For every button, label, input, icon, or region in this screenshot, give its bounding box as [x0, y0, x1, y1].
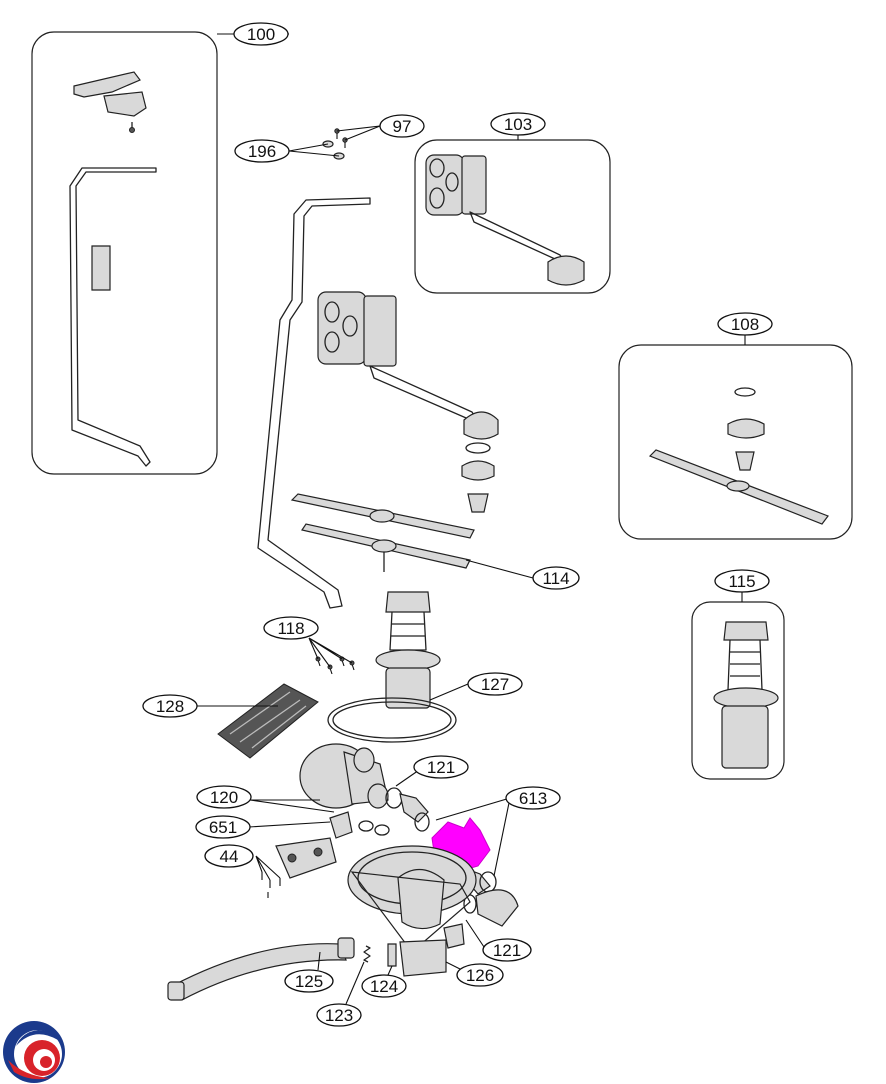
- callout-44: 44: [204, 844, 254, 868]
- group-box-108: [618, 344, 853, 540]
- callout-121-top: 121: [413, 755, 469, 779]
- callout-651-label: 651: [209, 818, 237, 837]
- callout-114: 114: [532, 566, 580, 590]
- part-screws-118: [315, 656, 355, 675]
- part-lower-spray-arm-108: [648, 387, 829, 525]
- callout-127-label: 127: [481, 675, 509, 694]
- callout-124: 124: [361, 974, 407, 998]
- callout-124-label: 124: [370, 977, 398, 996]
- callout-120: 120: [196, 785, 252, 809]
- callout-123: 123: [316, 1003, 362, 1027]
- callout-115: 115: [714, 569, 770, 593]
- callout-121-bottom-label: 121: [493, 941, 521, 960]
- part-pump-motor: [299, 743, 389, 809]
- callout-120-label: 120: [210, 788, 238, 807]
- callout-125: 125: [284, 969, 334, 993]
- group-box-100: [31, 31, 218, 475]
- group-box-115: [691, 601, 785, 780]
- callout-97-label: 97: [393, 117, 412, 136]
- part-hoses-121-613: [385, 787, 519, 927]
- part-filter-assembly-115: [713, 621, 779, 769]
- callout-123-label: 123: [325, 1006, 353, 1025]
- callout-100-label: 100: [247, 25, 275, 44]
- part-seals-651: [329, 811, 390, 839]
- part-middle-spray-arms: [290, 493, 475, 572]
- part-spring-123: [363, 945, 371, 963]
- part-upper-supply-tube-100: [69, 167, 157, 467]
- callout-613-label: 613: [519, 789, 547, 808]
- callout-613: 613: [505, 786, 561, 810]
- callout-125-label: 125: [295, 972, 323, 991]
- callout-651: 651: [195, 815, 251, 839]
- callout-196: 196: [234, 139, 290, 163]
- callout-128-label: 128: [156, 697, 184, 716]
- part-screws-97: [334, 128, 348, 148]
- part-rings-and-nozzle: [461, 442, 495, 513]
- callout-196-label: 196: [248, 142, 276, 161]
- part-upper-spray-clip: [73, 71, 147, 133]
- callout-103-label: 103: [504, 115, 532, 134]
- leader-lines: [197, 33, 746, 1005]
- part-upper-spray-arm-assembly: [317, 291, 499, 440]
- callout-108-label: 108: [731, 315, 759, 334]
- callout-114-label: 114: [542, 569, 569, 588]
- callout-100: 100: [233, 22, 289, 46]
- part-gasket-127: [327, 697, 457, 743]
- callout-108: 108: [717, 312, 773, 336]
- callout-126-label: 126: [466, 966, 494, 985]
- part-sump-126: [347, 845, 477, 977]
- callout-121-bottom: 121: [482, 938, 532, 962]
- part-drain-hose-125: [167, 937, 355, 1001]
- part-washers-196: [322, 140, 345, 160]
- callout-97: 97: [379, 114, 425, 138]
- part-cover-128: [217, 683, 319, 759]
- part-clip-124: [387, 943, 397, 967]
- group-box-103: [414, 139, 611, 294]
- part-upper-spray-arm-103: [425, 154, 585, 286]
- part-center-filter: [375, 591, 441, 709]
- callout-128: 128: [142, 694, 198, 718]
- callout-118-label: 118: [277, 619, 304, 638]
- callout-115-label: 115: [728, 572, 755, 591]
- callout-44-label: 44: [220, 847, 239, 866]
- callout-126: 126: [456, 963, 504, 987]
- callout-127: 127: [467, 672, 523, 696]
- callout-121-top-label: 121: [427, 758, 455, 777]
- callout-103: 103: [490, 112, 546, 136]
- part-main-supply-tube: [257, 197, 371, 609]
- part-valve-44: [261, 837, 337, 898]
- brand-logo: [3, 1021, 65, 1083]
- callout-118: 118: [263, 616, 319, 640]
